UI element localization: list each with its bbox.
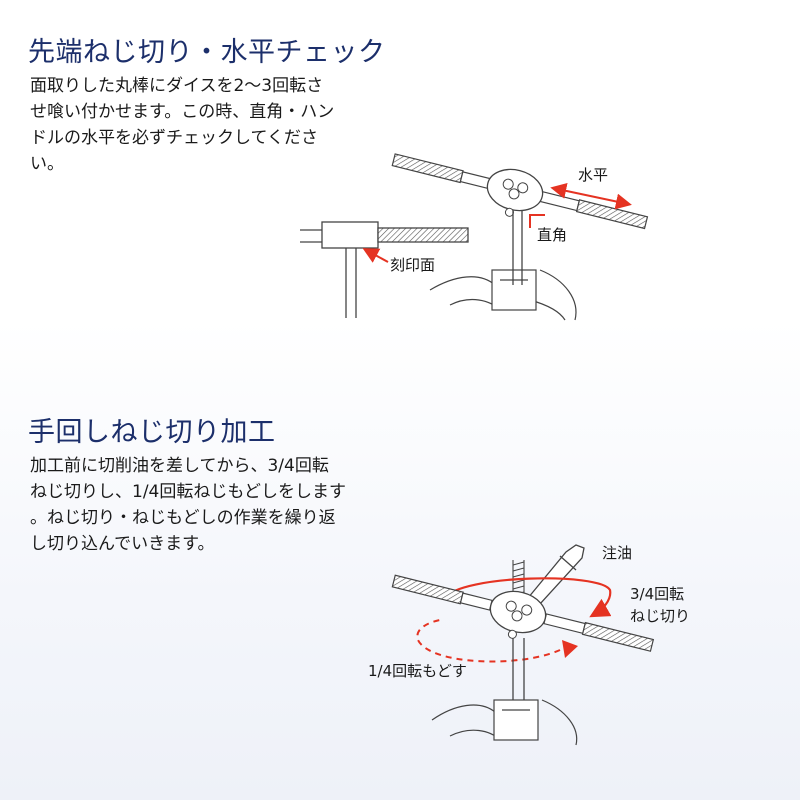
right-angle-mark — [529, 214, 545, 228]
section1-description: 面取りした丸棒にダイスを2～3回転さ せ喰い付かせます。この時、直角・ハン ドル… — [30, 73, 334, 177]
section1-line-1: 面取りした丸棒にダイスを2～3回転さ — [30, 76, 324, 96]
hand-sketch-2 — [431, 699, 578, 746]
quarter-return-arrowhead — [562, 640, 578, 658]
section2-line-3: 。ねじ切り・ねじもどしの作業を繰り返 — [30, 508, 336, 528]
round-bar — [512, 210, 523, 285]
quarter-back-label: 1/4回転もどす — [368, 662, 467, 680]
three-quarter-label: 3/4回転 — [630, 585, 684, 603]
section1-line-3: ドルの水平を必ずチェックしてくださ — [30, 128, 318, 148]
oil-can — [526, 544, 585, 605]
three-quarter-rotation-arrow — [444, 577, 612, 618]
section1-line-4: い。 — [30, 154, 64, 174]
horizontal-arrow — [550, 183, 632, 210]
stamped-face-arrow — [362, 248, 389, 263]
section2-title: 手回しねじ切り加工 — [28, 417, 276, 448]
section1-line-2: せ喰い付かせます。この時、直角・ハン — [30, 102, 335, 122]
thread-cut-label: ねじ切り — [630, 607, 690, 625]
section1-title: 先端ねじ切り・水平チェック — [28, 37, 386, 68]
die-stock-2 — [391, 574, 655, 652]
horizontal-label: 水平 — [578, 166, 608, 184]
right-angle-label: 直角 — [537, 226, 567, 244]
hand-sketch — [429, 269, 577, 321]
section2-line-4: し切り込んでいきます。 — [30, 534, 215, 554]
section1-illustration: 刻印面 水平 直角 — [300, 153, 649, 321]
side-view-tool — [300, 221, 469, 318]
section2-description: 加工前に切削油を差してから、3/4回転 ねじ切りし、1/4回転ねじもどしをします… — [30, 453, 346, 557]
oil-label: 注油 — [602, 544, 632, 562]
section2-line-2: ねじ切りし、1/4回転ねじもどしをします — [30, 482, 347, 502]
stamped-face-label: 刻印面 — [390, 256, 435, 274]
section2-line-1: 加工前に切削油を差してから、3/4回転 — [30, 456, 329, 476]
